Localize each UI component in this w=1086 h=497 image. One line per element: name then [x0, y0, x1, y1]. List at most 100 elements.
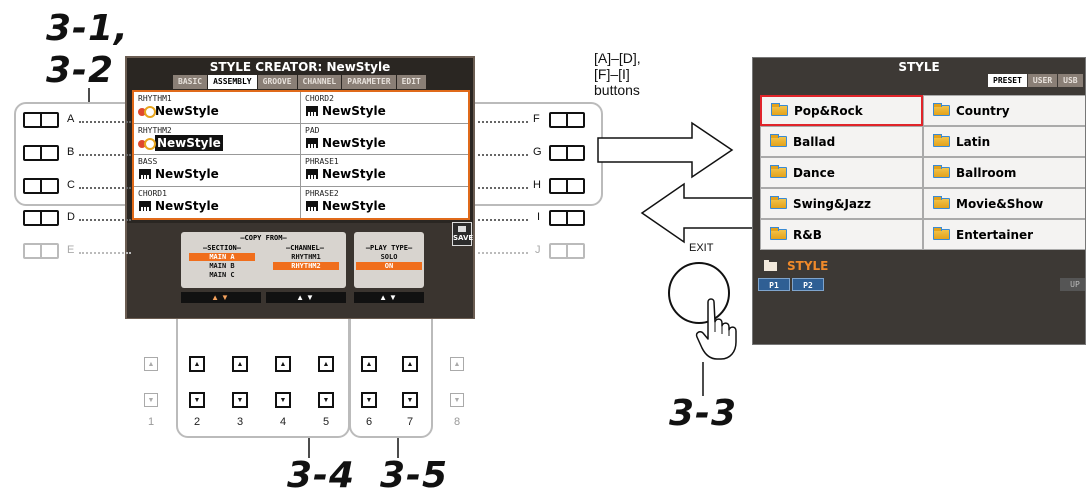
- category-entertainer[interactable]: Entertainer: [923, 219, 1085, 250]
- channel-option-rhythm1[interactable]: RHYTHM1: [291, 253, 321, 261]
- tab-parameter[interactable]: PARAMETER: [342, 75, 396, 89]
- button-4-down[interactable]: ▼: [275, 392, 291, 408]
- button-b[interactable]: [23, 145, 59, 161]
- channel-cell-chord2[interactable]: CHORD2 NewStyle: [301, 92, 468, 124]
- button-8-up[interactable]: ▲: [450, 357, 464, 371]
- channel-cell-chord1[interactable]: CHORD1 NewStyle: [134, 186, 301, 218]
- button-g[interactable]: [549, 145, 585, 161]
- tab-bar: BASIC ASSEMBLY GROOVE CHANNEL PARAMETER …: [173, 75, 426, 89]
- play-type-state[interactable]: ON: [356, 262, 422, 270]
- buttons-caption: [A]–[D], [F]–[I] buttons: [594, 50, 641, 98]
- button-i[interactable]: [549, 210, 585, 226]
- category-r-b[interactable]: R&B: [760, 219, 923, 250]
- channel-option-rhythm2[interactable]: RHYTHM2: [273, 262, 339, 270]
- left-arrow-icon: [640, 182, 768, 244]
- tab-basic[interactable]: BASIC: [173, 75, 208, 89]
- button-4-up[interactable]: ▲: [275, 356, 291, 372]
- tab-assembly[interactable]: ASSEMBLY: [208, 75, 257, 89]
- tab-usb[interactable]: USB: [1058, 74, 1083, 87]
- tab-edit[interactable]: EDIT: [396, 75, 426, 89]
- button-8-down[interactable]: ▼: [450, 393, 464, 407]
- button-7-up[interactable]: ▲: [402, 356, 418, 372]
- channel-cell-pad[interactable]: PAD NewStyle: [301, 124, 468, 155]
- button-a[interactable]: [23, 112, 59, 128]
- category-ballad[interactable]: Ballad: [760, 126, 923, 157]
- button-5-up[interactable]: ▲: [318, 356, 334, 372]
- folder-icon: [770, 165, 787, 178]
- category-label: Latin: [956, 134, 991, 149]
- channel-name: CHORD1: [138, 188, 167, 198]
- channel-name: PHRASE1: [305, 157, 339, 166]
- section-arrows: ▲▼: [181, 292, 261, 303]
- button-b-label: B: [67, 146, 75, 158]
- button-d[interactable]: [23, 210, 59, 226]
- play-type-value: SOLO: [380, 253, 398, 261]
- channel-name: BASS: [138, 157, 158, 166]
- tab-channel[interactable]: CHANNEL: [297, 75, 342, 89]
- category-movie-show[interactable]: Movie&Show: [923, 188, 1085, 219]
- channel-cell-rhythm2[interactable]: RHYTHM2 NewStyle: [134, 123, 301, 155]
- section-option-main-a[interactable]: MAIN A: [189, 253, 255, 261]
- category-pop-rock[interactable]: Pop&Rock: [760, 95, 923, 126]
- button-j[interactable]: [549, 243, 585, 259]
- channel-style: NewStyle: [322, 135, 386, 150]
- right-arrow-icon: [597, 121, 734, 179]
- tab-groove[interactable]: GROOVE: [257, 75, 297, 89]
- up-button[interactable]: UP: [1060, 278, 1085, 291]
- channel-name: RHYTHM2: [138, 125, 172, 135]
- page-button-p1[interactable]: P1: [758, 278, 790, 291]
- keyboard-icon: [138, 199, 152, 212]
- button-g-label: G: [533, 146, 542, 158]
- leader-dots: [79, 187, 131, 189]
- channel-cell-bass[interactable]: BASS NewStyle: [134, 155, 301, 187]
- button-3-down[interactable]: ▼: [232, 392, 248, 408]
- button-h[interactable]: [549, 178, 585, 194]
- category-country[interactable]: Country: [923, 95, 1085, 126]
- button-1-number: 1: [148, 416, 155, 428]
- style-select-screen: STYLE PRESET USER USB Pop&Rock Country B…: [752, 57, 1086, 345]
- page-buttons: P1 P2: [758, 278, 824, 291]
- button-1-up[interactable]: ▲: [144, 357, 158, 371]
- save-icon[interactable]: SAVE: [452, 222, 473, 246]
- button-c[interactable]: [23, 178, 59, 194]
- channel-name: RHYTHM1: [138, 94, 172, 103]
- button-6-down[interactable]: ▼: [361, 392, 377, 408]
- exit-button[interactable]: [668, 262, 730, 324]
- folder-icon: [771, 103, 788, 116]
- button-6-up[interactable]: ▲: [361, 356, 377, 372]
- caption-line: buttons: [594, 82, 640, 98]
- button-h-label: H: [533, 179, 541, 191]
- tab-user[interactable]: USER: [1027, 74, 1058, 87]
- folder-icon: [770, 196, 787, 209]
- page-button-p2[interactable]: P2: [792, 278, 824, 291]
- category-label: Ballroom: [956, 165, 1017, 180]
- leader-dots: [478, 252, 528, 254]
- tab-preset[interactable]: PRESET: [988, 74, 1027, 87]
- button-3-up[interactable]: ▲: [232, 356, 248, 372]
- button-j-label: J: [535, 244, 541, 256]
- button-1-down[interactable]: ▼: [144, 393, 158, 407]
- category-dance[interactable]: Dance: [760, 157, 923, 188]
- button-2-down[interactable]: ▼: [189, 392, 205, 408]
- folder-icon: [933, 196, 950, 209]
- leader-dots: [478, 121, 528, 123]
- channel-cell-rhythm1[interactable]: RHYTHM1 NewStyle: [134, 92, 301, 124]
- button-e[interactable]: [23, 243, 59, 259]
- category-swing-jazz[interactable]: Swing&Jazz: [760, 188, 923, 219]
- style-creator-screen: STYLE CREATOR: NewStyle BASIC ASSEMBLY G…: [125, 56, 475, 319]
- channel-cell-phrase1[interactable]: PHRASE1 NewStyle: [301, 155, 468, 187]
- category-ballroom[interactable]: Ballroom: [923, 157, 1085, 188]
- channel-cell-phrase2[interactable]: PHRASE2 NewStyle: [301, 187, 468, 219]
- button-f[interactable]: [549, 112, 585, 128]
- button-5-down[interactable]: ▼: [318, 392, 334, 408]
- button-2-up[interactable]: ▲: [189, 356, 205, 372]
- folder-icon: [764, 259, 777, 271]
- section-option-main-c[interactable]: MAIN C: [209, 271, 235, 279]
- channel-name: PAD: [305, 125, 320, 135]
- pressing-hand-icon: [695, 298, 737, 360]
- section-option-main-b[interactable]: MAIN B: [209, 262, 235, 270]
- category-latin[interactable]: Latin: [923, 126, 1085, 157]
- category-label: Dance: [793, 165, 835, 180]
- play-type-header: —PLAY TYPE—: [365, 244, 413, 252]
- button-7-down[interactable]: ▼: [402, 392, 418, 408]
